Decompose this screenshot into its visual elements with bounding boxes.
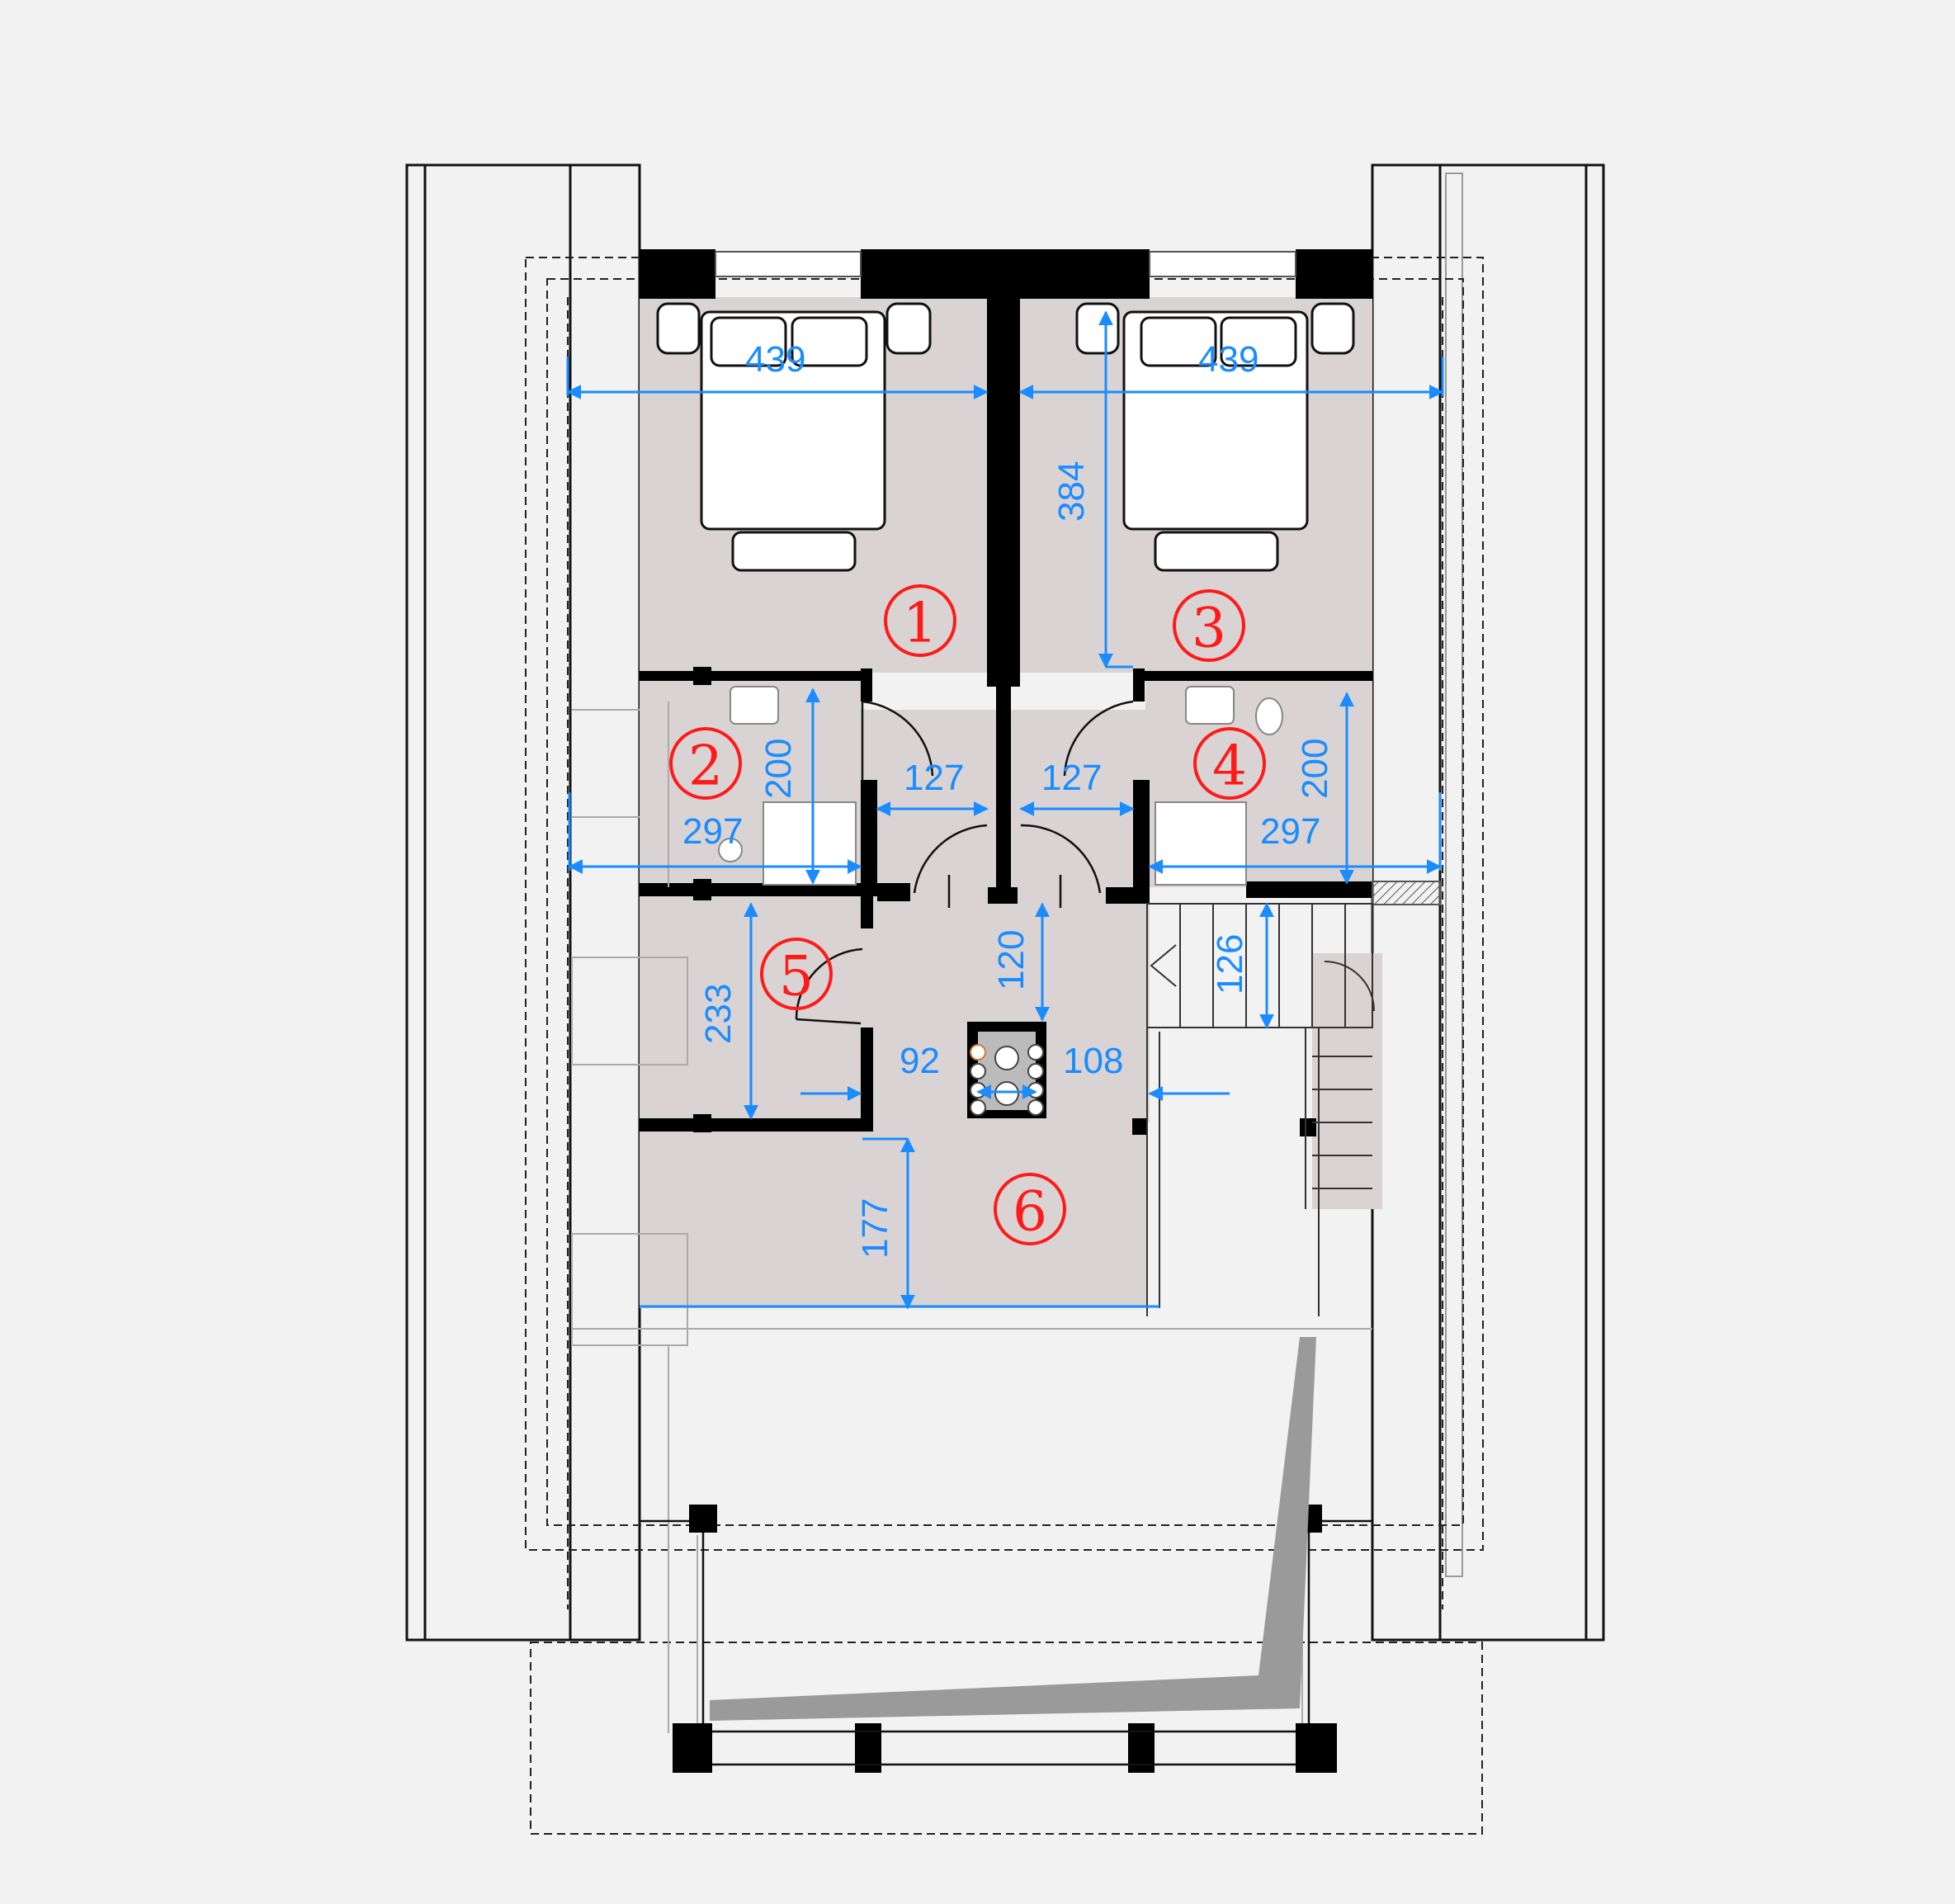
room-3-number: 3 bbox=[1192, 597, 1226, 660]
windows bbox=[715, 251, 1296, 277]
faint-lines bbox=[571, 702, 1372, 1733]
dimension-labels: 439 439 384 200 200 297 297 127 127 120 … bbox=[682, 339, 1335, 1259]
dim-corridor-left: 127 bbox=[904, 758, 964, 798]
dimension-lines bbox=[566, 310, 1444, 1310]
balcony bbox=[640, 1337, 1372, 1766]
room-2-number: 2 bbox=[688, 735, 723, 798]
dim-living-depth: 177 bbox=[855, 1198, 895, 1259]
dim-stair-gap: 126 bbox=[1210, 934, 1250, 995]
room-5-number: 5 bbox=[779, 945, 814, 1009]
room-1-number: 1 bbox=[903, 592, 937, 655]
dim-bath-right-depth: 200 bbox=[1295, 739, 1335, 799]
dim-bath-left-depth: 200 bbox=[758, 739, 799, 799]
room-4-number: 4 bbox=[1212, 735, 1247, 798]
cooktop-island bbox=[967, 1022, 1046, 1118]
dim-bath-left-width: 297 bbox=[682, 811, 743, 852]
room-numbers: 1 2 3 4 5 6 bbox=[688, 592, 1247, 1244]
walls bbox=[640, 249, 1372, 1773]
dim-bath-right-width: 297 bbox=[1260, 811, 1320, 852]
dim-room5-depth: 233 bbox=[698, 984, 739, 1044]
dim-island-left: 92 bbox=[900, 1041, 940, 1081]
bed-left bbox=[656, 302, 932, 572]
room-6-number: 6 bbox=[1013, 1180, 1047, 1244]
doors bbox=[795, 700, 1134, 1025]
dim-bedroom-right-depth: 384 bbox=[1051, 461, 1092, 522]
dim-corridor-right: 127 bbox=[1041, 758, 1102, 798]
dim-bedroom-right-width: 439 bbox=[1198, 339, 1258, 380]
room-markers bbox=[669, 584, 1266, 1245]
bed-right bbox=[1075, 302, 1355, 572]
dim-bedroom-left-width: 439 bbox=[745, 339, 805, 380]
roof-left bbox=[405, 163, 641, 1642]
dim-island-right: 108 bbox=[1063, 1041, 1123, 1081]
dim-hall-gap: 120 bbox=[991, 930, 1032, 990]
